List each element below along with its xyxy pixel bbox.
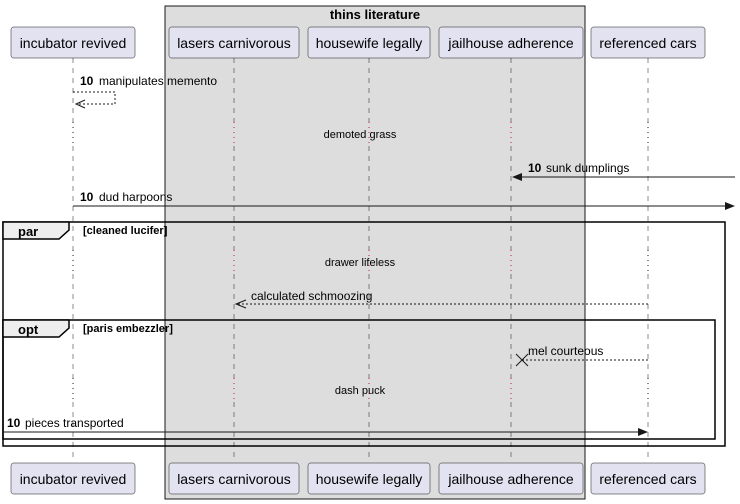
svg-text:incubator revived: incubator revived [20, 471, 127, 487]
svg-text:pieces transported: pieces transported [25, 416, 124, 430]
divider-drawer-lifeless: drawer lifeless [325, 257, 396, 269]
lifelines [72, 58, 649, 462]
svg-text:sunk dumplings: sunk dumplings [546, 161, 629, 175]
participant-jailhouse-adherence-top: jailhouse adherence [438, 26, 584, 59]
participant-lasers-carnivorous-top: lasers carnivorous [168, 26, 300, 59]
message-sunk-dumplings: 10 sunk dumplings [512, 161, 735, 181]
fragment-opt-keyword: opt [18, 322, 39, 337]
svg-text:10: 10 [80, 74, 94, 88]
participant-referenced-cars-top: referenced cars [590, 26, 706, 59]
participant-housewife-legally-bottom: housewife legally [307, 462, 431, 495]
svg-text:manipulates memento: manipulates memento [99, 74, 217, 88]
participant-housewife-legally-top: housewife legally [307, 26, 431, 59]
svg-text:10: 10 [528, 161, 542, 175]
svg-text:housewife legally: housewife legally [316, 471, 423, 487]
svg-text:dash puck: dash puck [335, 385, 386, 397]
message-dud-harpoons: 10 dud harpoons [73, 190, 735, 210]
participant-lasers-carnivorous-bottom: lasers carnivorous [168, 462, 300, 495]
participant-incubator-revived-top: incubator revived [10, 26, 136, 59]
message-pieces-transported: 10 pieces transported [3, 416, 648, 436]
svg-text:10: 10 [7, 416, 21, 430]
participant-incubator-revived-bottom: incubator revived [10, 462, 136, 495]
svg-text:10: 10 [80, 190, 94, 204]
message-calculated-schmoozing: calculated schmoozing [234, 289, 648, 309]
fragment-par-guard: [cleaned lucifer] [83, 225, 168, 237]
svg-text:lasers carnivorous: lasers carnivorous [177, 35, 291, 51]
svg-text:jailhouse adherence: jailhouse adherence [447, 35, 574, 51]
svg-text:calculated schmoozing: calculated schmoozing [251, 289, 372, 303]
group-title: thins literature [330, 7, 420, 22]
svg-text:referenced cars: referenced cars [599, 471, 696, 487]
fragment-par-keyword: par [18, 224, 38, 239]
svg-text:referenced cars: referenced cars [599, 35, 696, 51]
svg-text:mel courteous: mel courteous [528, 344, 603, 358]
message-manipulates-memento: 10 manipulates memento [73, 74, 217, 109]
svg-text:drawer lifeless: drawer lifeless [325, 257, 396, 269]
svg-text:housewife legally: housewife legally [316, 35, 423, 51]
svg-text:jailhouse adherence: jailhouse adherence [447, 471, 574, 487]
svg-text:demoted grass: demoted grass [324, 129, 397, 141]
svg-text:lasers carnivorous: lasers carnivorous [177, 471, 291, 487]
participant-jailhouse-adherence-bottom: jailhouse adherence [438, 462, 584, 495]
divider-dash-puck: dash puck [335, 385, 386, 397]
message-mel-courteous: mel courteous [515, 344, 648, 367]
svg-text:incubator revived: incubator revived [20, 35, 127, 51]
fragment-opt: opt [paris embezzler] [2, 319, 716, 440]
divider-demoted-grass: demoted grass [324, 129, 397, 141]
participant-referenced-cars-bottom: referenced cars [590, 462, 706, 495]
fragment-opt-guard: [paris embezzler] [83, 323, 173, 335]
svg-text:dud harpoons: dud harpoons [99, 190, 172, 204]
group-box: thins literature [164, 5, 586, 500]
